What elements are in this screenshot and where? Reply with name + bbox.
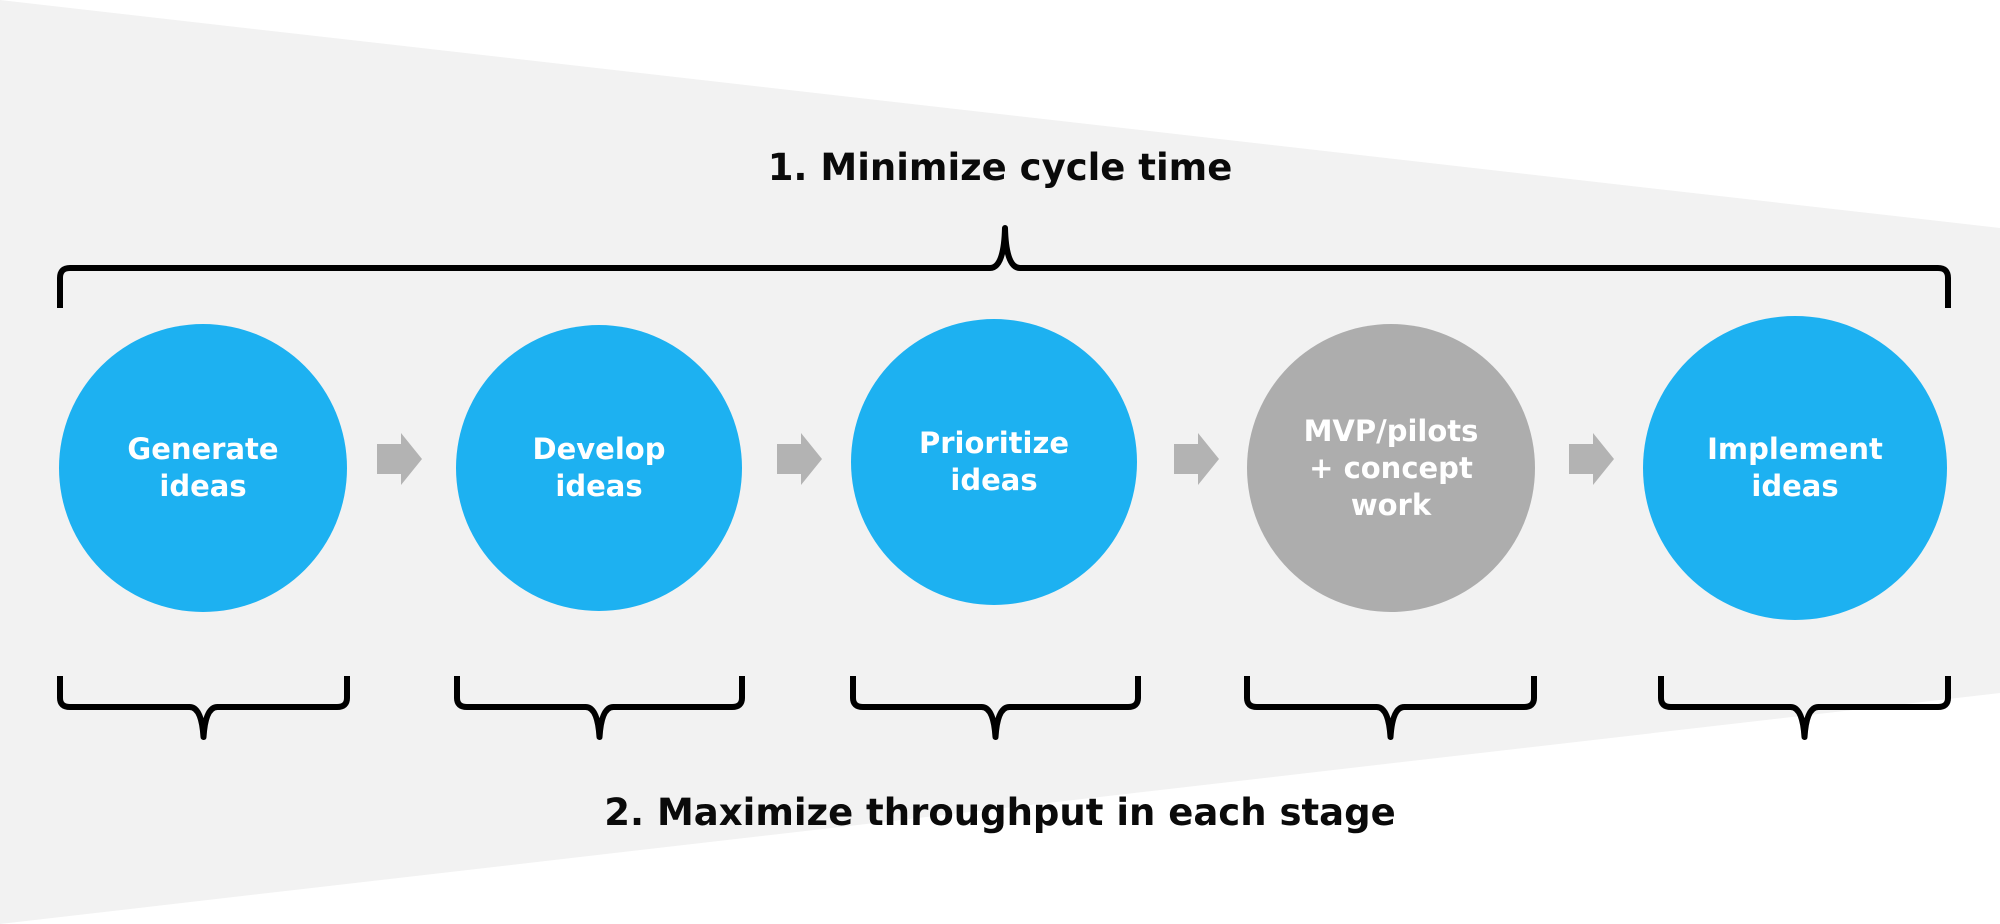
cycle-time-heading: 1. Minimize cycle time [767,146,1233,189]
stage-circle: Generate ideas [59,324,347,612]
stage-curly-bracket [1244,676,1537,740]
stage-label: Implement ideas [1707,432,1883,503]
stage-label: Prioritize ideas [918,426,1069,497]
stage-curly-bracket [454,676,745,740]
stage-curly-bracket [1658,676,1951,740]
right-arrow-icon [777,433,822,485]
right-arrow-icon [377,433,422,485]
stage-circle: Implement ideas [1643,316,1947,620]
stage-curly-bracket [57,676,350,740]
stage-label: Generate ideas [127,432,279,503]
stage-brackets [57,676,1951,740]
right-arrow-icon [1569,433,1614,485]
stage-arrows [377,433,1614,485]
right-arrow-icon [1174,433,1219,485]
stage-label: MVP/pilots + concept work [1303,413,1479,522]
stage-circle: Develop ideas [456,325,742,611]
top-curly-bracket [57,225,1951,308]
stage-curly-bracket [850,676,1141,740]
throughput-heading: 2. Maximize throughput in each stage [604,791,1396,834]
stage-label: Develop ideas [532,432,666,503]
stage-circle: MVP/pilots + concept work [1247,324,1535,612]
stage-circle: Prioritize ideas [851,319,1137,605]
